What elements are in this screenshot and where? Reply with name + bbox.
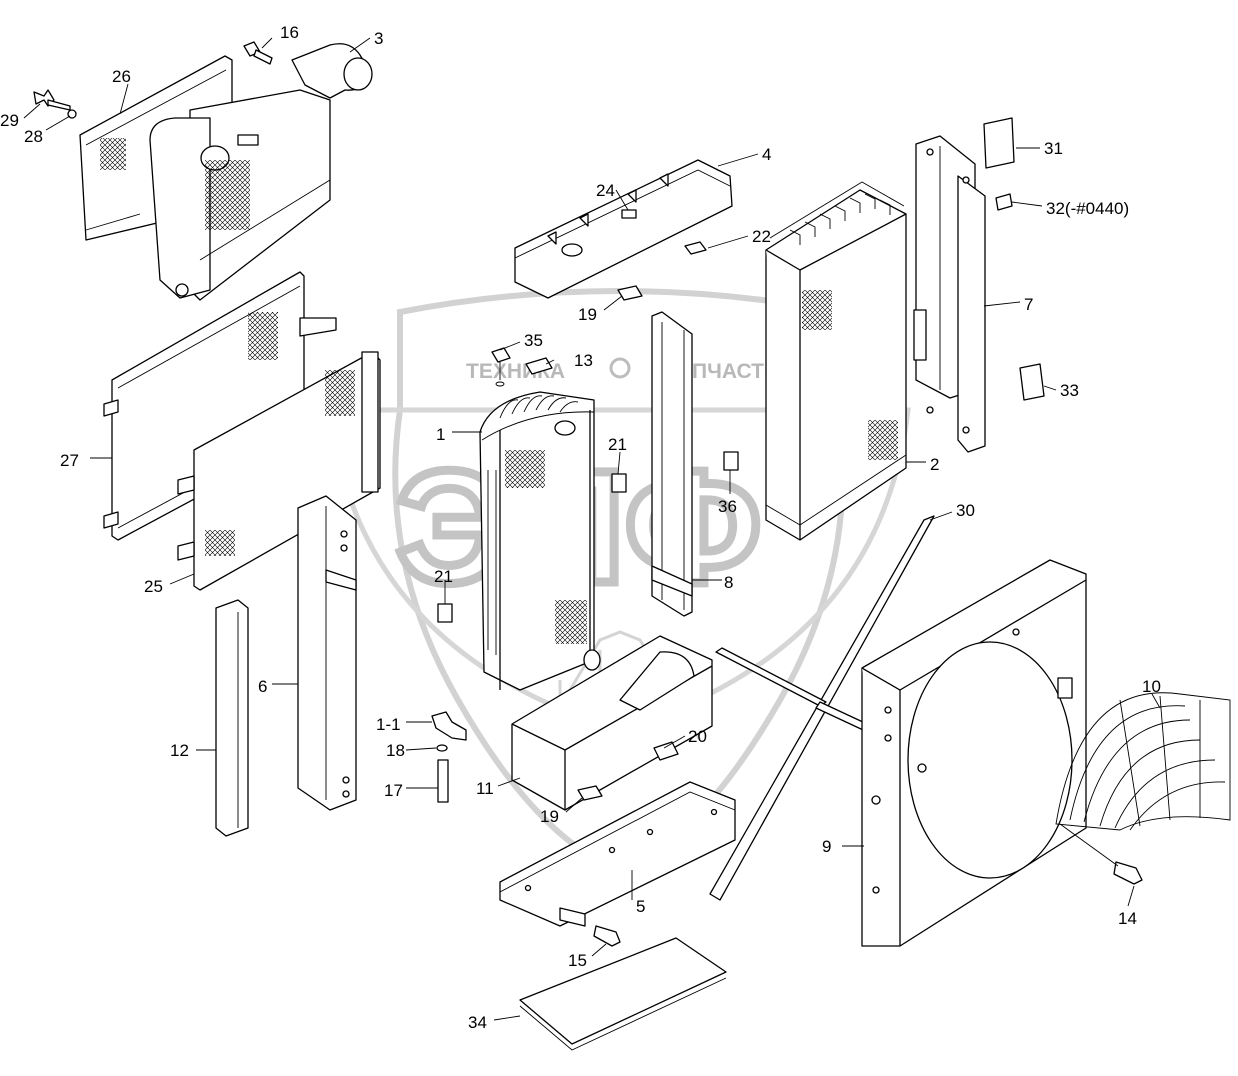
callout-19-lower: 19 bbox=[540, 807, 559, 826]
callout-27: 27 bbox=[60, 451, 79, 470]
callout-8: 8 bbox=[724, 573, 733, 592]
callout-21-lower: 21 bbox=[434, 567, 453, 586]
callout-20: 20 bbox=[688, 727, 707, 746]
callout-1: 1 bbox=[436, 425, 445, 444]
part-11-lower-tray bbox=[511, 635, 713, 811]
callout-4: 4 bbox=[762, 145, 771, 164]
callout-30: 30 bbox=[956, 501, 975, 520]
callout-22: 22 bbox=[752, 227, 771, 246]
part-29-wing-screw bbox=[33, 89, 77, 119]
callout-14: 14 bbox=[1118, 909, 1137, 928]
part-35-bolt bbox=[491, 347, 511, 387]
part-33-pad bbox=[1019, 363, 1045, 401]
callout-18: 18 bbox=[386, 741, 405, 760]
part-21-pad-lower bbox=[437, 603, 453, 623]
watermark-brand-left: ТЕХНИКА bbox=[466, 360, 565, 383]
part-12-channel bbox=[215, 599, 249, 837]
callout-11: 11 bbox=[476, 779, 494, 798]
callout-31: 31 bbox=[1044, 139, 1063, 158]
part-21-pad-upper bbox=[611, 473, 627, 493]
part-32-pad bbox=[995, 193, 1013, 211]
part-1-1-drain-valve bbox=[431, 711, 467, 803]
callout-15: 15 bbox=[568, 951, 587, 970]
leader-lines bbox=[23, 37, 1161, 1021]
callout-21-upper: 21 bbox=[608, 435, 627, 454]
callout-16: 16 bbox=[280, 23, 299, 42]
part-2-radiator-core bbox=[765, 181, 907, 541]
part-34-mat-edge bbox=[519, 977, 727, 1051]
part-13-gasket bbox=[525, 357, 553, 375]
callout-35: 35 bbox=[524, 331, 543, 350]
part-6-side-bracket bbox=[297, 495, 357, 811]
callout-3: 3 bbox=[374, 29, 383, 48]
callout-1-1: 1-1 bbox=[376, 715, 401, 734]
part-30-stay-rod bbox=[709, 515, 935, 901]
callout-24: 24 bbox=[596, 181, 615, 200]
part-34-mat bbox=[519, 937, 727, 1045]
callout-36: 36 bbox=[718, 497, 737, 516]
watermark-brand-right: ЗАПЧАСТИ bbox=[664, 360, 779, 383]
callout-17: 17 bbox=[384, 781, 403, 800]
part-intercooler-assembly bbox=[149, 43, 373, 301]
callout-labels: 16 3 26 29 28 4 24 22 19 31 32(-#0440) 7… bbox=[0, 23, 1161, 1032]
part-22-pad bbox=[684, 241, 707, 255]
callout-32: 32(-#0440) bbox=[1046, 199, 1129, 218]
part-9-fan-shroud bbox=[861, 559, 1087, 947]
part-4-top-bracket bbox=[514, 159, 733, 299]
callout-29: 29 bbox=[0, 111, 19, 130]
callout-34: 34 bbox=[468, 1013, 487, 1032]
callout-33: 33 bbox=[1060, 381, 1079, 400]
part-14-bolt bbox=[1059, 823, 1143, 885]
callout-7: 7 bbox=[1024, 295, 1033, 314]
part-25-condenser bbox=[177, 351, 381, 591]
callout-2: 2 bbox=[930, 455, 939, 474]
callout-19-top: 19 bbox=[578, 305, 597, 324]
part-10-fan-guard bbox=[1055, 692, 1231, 831]
part-1-radiator bbox=[479, 391, 601, 691]
callout-13: 13 bbox=[574, 351, 593, 370]
callout-28: 28 bbox=[24, 127, 43, 146]
part-19-pad-top bbox=[617, 285, 643, 301]
part-15-bolt bbox=[593, 925, 621, 947]
callout-12: 12 bbox=[170, 741, 189, 760]
part-31-pad bbox=[983, 117, 1015, 169]
part-5-bottom-bracket bbox=[499, 781, 736, 927]
part-24-pad bbox=[621, 209, 637, 219]
part-36-pad bbox=[723, 451, 739, 471]
callout-9: 9 bbox=[822, 837, 831, 856]
part-16-bolt bbox=[243, 41, 273, 65]
part-27-condenser bbox=[103, 271, 337, 541]
part-8-vertical-bracket bbox=[651, 311, 693, 617]
part-19-pad-lower bbox=[577, 785, 603, 801]
callout-6: 6 bbox=[258, 677, 267, 696]
callout-5: 5 bbox=[636, 897, 645, 916]
part-7-side-plates bbox=[913, 135, 986, 453]
callout-10: 10 bbox=[1142, 677, 1161, 696]
callout-25: 25 bbox=[144, 577, 163, 596]
callout-26: 26 bbox=[112, 67, 131, 86]
gear-icon bbox=[609, 357, 631, 379]
